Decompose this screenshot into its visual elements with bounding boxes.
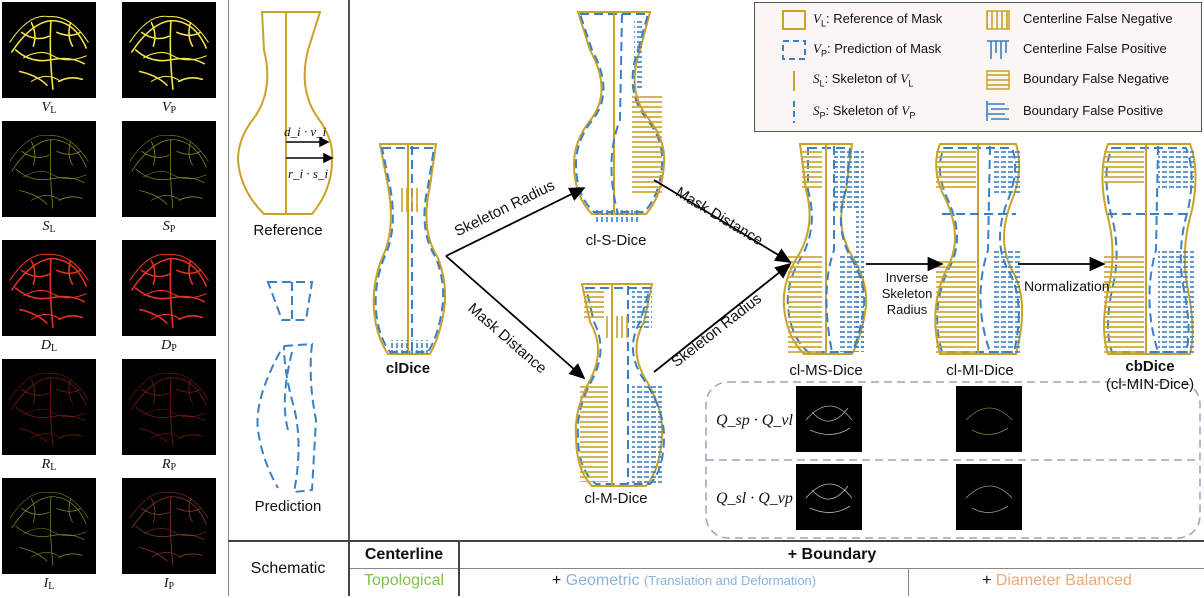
thumbnail-label: VL (41, 100, 57, 116)
boundary-cell: + Boundary (787, 546, 877, 563)
table-vline-1 (348, 542, 350, 596)
vessel-thumbnail-vp (122, 2, 216, 98)
dice-pipeline-diagram (372, 11, 1201, 539)
thumbnail-label: IL (43, 576, 55, 592)
cl-ms-dice-vase (782, 143, 868, 355)
legend-sp: SP: Skeleton of VP (813, 103, 916, 121)
table-vline-2 (458, 542, 460, 596)
equation-top: d_i · v_i (284, 124, 327, 139)
legend-bfp: Boundary False Positive (1023, 103, 1164, 118)
table-midline (348, 568, 1204, 569)
legend-symbols (782, 10, 1010, 123)
cl-m-dice-vase (574, 283, 666, 487)
vessel-thumbnail-dp (122, 240, 216, 336)
inset-formula-row1: Q_sp · Q_vl (716, 412, 793, 429)
inverse-line3: Radius (886, 302, 928, 317)
legend-cfp: Centerline False Positive (1023, 41, 1167, 56)
cl-mi-dice-vase (934, 143, 1024, 355)
vessel-thumbnail-rp (122, 359, 216, 455)
vessel-thumbnail-sl (2, 121, 96, 217)
legend-sl: SL: Skeleton of VL (813, 71, 914, 89)
vessel-thumbnail-ip (122, 478, 216, 574)
thumbnail-label: DL (40, 338, 58, 354)
legend-box: VL: Reference of Mask VP: Prediction of … (754, 2, 1202, 132)
legend-cfn: Centerline False Negative (1023, 11, 1173, 26)
vessel-thumbnail-vl (2, 2, 96, 98)
legend-vp: VP: Prediction of Mask (813, 41, 942, 59)
cldice-label: clDice (385, 360, 431, 377)
normalization-label: Normalization (1024, 278, 1110, 294)
thumbnail-label: SP (162, 219, 176, 235)
legend-vl: VL: Reference of Mask (813, 11, 943, 29)
inverse-line1: Inverse (885, 270, 929, 285)
vessel-thumbnail-rl (2, 359, 96, 455)
reference-label: Reference (253, 222, 323, 239)
cl-s-dice-label: cl-S-Dice (585, 232, 647, 249)
vessel-thumbnail-dl (2, 240, 96, 336)
equation-bottom: r_i · s_i (288, 166, 329, 181)
thumbnail-label: SL (42, 219, 56, 235)
thumbnail-label: VP (161, 100, 177, 116)
topological-cell: Topological (363, 572, 445, 589)
thumbnail-label: RP (161, 457, 177, 473)
thumbnail-label: IP (163, 576, 175, 592)
geometric-note: (Translation and Deformation) (643, 573, 817, 588)
geometric-cell: + Geometric (Translation and Deformation… (551, 572, 817, 589)
cbdice-alt-label: (cl-MIN-Dice) (1105, 376, 1195, 393)
inverse-line2: Skeleton (881, 286, 933, 301)
cl-s-dice-vase (572, 11, 666, 224)
cl-m-dice-label: cl-M-Dice (584, 490, 648, 507)
inverse-skeleton-radius-label: Inverse Skeleton Radius (872, 270, 942, 318)
table-vline-3 (908, 568, 909, 596)
diameter-cell: + Diameter Balanced (982, 572, 1132, 589)
cbdice-vase (1101, 143, 1197, 355)
reference-vase-schematic (236, 11, 334, 494)
prediction-label: Prediction (254, 498, 322, 515)
vessel-thumbnail-sp (122, 121, 216, 217)
schematic-cell: Schematic (250, 560, 326, 577)
diameter-text: Diameter Balanced (995, 572, 1132, 589)
thumbnail-label: RL (41, 457, 57, 473)
cldice-vase (372, 143, 447, 355)
centerline-cell: Centerline (364, 546, 444, 563)
thumbnail-label: DP (161, 338, 177, 354)
cl-mi-dice-label: cl-MI-Dice (946, 362, 1014, 379)
separator-left (228, 0, 229, 596)
vessel-thumbnail-il (2, 478, 96, 574)
legend-bfn: Boundary False Negative (1023, 71, 1169, 86)
cl-ms-dice-label: cl-MS-Dice (789, 362, 863, 379)
geometric-text: Geometric (565, 572, 640, 589)
inset-formula-row2: Q_sl · Q_vp (716, 490, 793, 507)
summary-table: Schematic Centerline + Boundary Topologi… (228, 540, 1204, 598)
cbdice-label: cbDice (1125, 358, 1175, 375)
separator-main (348, 0, 350, 596)
